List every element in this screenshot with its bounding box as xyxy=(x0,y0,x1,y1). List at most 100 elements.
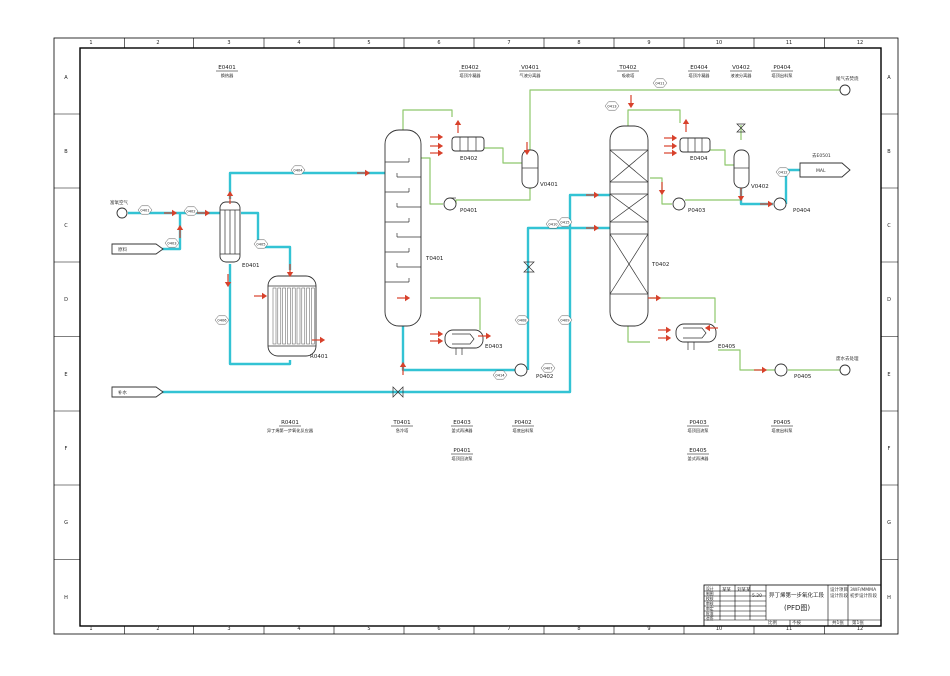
stream-tag: 0402 xyxy=(183,206,199,216)
utility-arrow xyxy=(658,190,666,196)
valve-v0402-top xyxy=(736,123,746,133)
utility-arrow xyxy=(682,118,690,124)
grid-col-label: 1 xyxy=(89,40,92,46)
utility-arrow xyxy=(262,292,268,300)
grid-col-label: 12 xyxy=(857,626,863,632)
grid-col-label: 8 xyxy=(577,626,580,632)
p0403-body xyxy=(672,197,686,211)
tag-id: T0402 xyxy=(618,65,636,71)
grid-row-label: E xyxy=(887,372,890,378)
utility-arrow xyxy=(594,191,600,199)
tag-desc: 急冷塔 xyxy=(396,427,409,434)
utility-arrow xyxy=(594,224,600,232)
v0402-shell xyxy=(733,149,750,189)
p0404-label: P0404 xyxy=(793,208,811,214)
grid-col-label: 6 xyxy=(437,626,440,632)
utility-arrow xyxy=(523,150,531,156)
p0402-body xyxy=(514,363,528,377)
pump-p0402: P0402 xyxy=(514,363,553,380)
stream-tag-number: 0405 xyxy=(256,243,265,247)
t0401-shell xyxy=(384,129,422,327)
grid-col-label: 5 xyxy=(367,626,370,632)
grid-col-label: 11 xyxy=(786,626,792,632)
feed-in-label: 原料 xyxy=(118,246,127,253)
tag-desc: 塔底出料泵 xyxy=(513,427,534,434)
line-r0401-return xyxy=(228,264,292,366)
tag-id: E0405 xyxy=(689,448,707,454)
grid-row-label: F xyxy=(65,446,68,452)
reactor-r0401: R0401 xyxy=(267,275,328,360)
title-block-sheet-label: 共1张 xyxy=(832,619,844,626)
utility-arrow xyxy=(768,200,774,208)
title-block-row-label: 审定 xyxy=(706,606,714,611)
e0403-shell xyxy=(444,329,484,349)
utility-arrow xyxy=(627,103,635,109)
grid-row-label: D xyxy=(887,297,891,303)
stream-tag: 0409 xyxy=(557,315,573,325)
utility-line-t0402-bottom xyxy=(627,326,650,343)
t0401-label: T0401 xyxy=(425,256,443,262)
pump-p0403: P0403 xyxy=(672,197,706,214)
tag-desc: 异丁烯第一步氧化反应器 xyxy=(267,427,314,434)
utility-arrow xyxy=(486,332,492,340)
e0402-label: E0402 xyxy=(460,156,477,162)
stream-tag: 0408 xyxy=(514,315,530,325)
utility-line-e0405 xyxy=(650,297,716,323)
stream-tag-number: 0406 xyxy=(217,319,227,323)
title-block-row-label: 会签 xyxy=(706,616,714,621)
grid-col-label: 12 xyxy=(857,40,863,46)
e0403-label: E0403 xyxy=(485,344,503,350)
grid-col-label: 5 xyxy=(367,40,370,46)
stream-tag: 0412 xyxy=(775,167,791,177)
r0401-label: R0401 xyxy=(310,354,328,360)
stream-tag-number: 0409 xyxy=(560,319,570,323)
vent-out-label: 尾气去焚烧 xyxy=(836,75,859,82)
p0401-label: P0401 xyxy=(460,208,477,214)
utility-arrow xyxy=(704,324,710,332)
valves xyxy=(392,123,746,398)
air-in-symbol xyxy=(116,207,128,219)
condenser-e0404: E0404 xyxy=(679,137,711,162)
utility-arrow xyxy=(176,224,184,230)
title-block-project: 异丁烯第一步氧化工段 xyxy=(769,591,825,599)
p0405-label: P0405 xyxy=(794,374,812,380)
stream-tag-number: 0412 xyxy=(778,171,787,175)
utility-arrow xyxy=(205,209,211,217)
grid-col-label: 11 xyxy=(786,40,792,46)
grid-col-label: 7 xyxy=(507,40,510,46)
grid-row-label: H xyxy=(64,595,68,601)
column-t0402: T0402 xyxy=(609,125,669,327)
utility-arrow xyxy=(438,133,444,141)
air-in-label: 富氧空气 xyxy=(110,199,128,206)
utility-arrow xyxy=(672,142,678,150)
tag-id: T0401 xyxy=(392,420,410,426)
stream-tag-number: 0402 xyxy=(186,210,195,214)
grid-row-label: D xyxy=(64,297,68,303)
grid-row-label: E xyxy=(64,372,67,378)
utility-line-e0402-v0401 xyxy=(482,147,522,164)
pump-p0404: P0404 xyxy=(773,197,811,214)
grid-col-label: 3 xyxy=(227,40,230,46)
stream-tag-number: 0415 xyxy=(560,221,569,225)
grid-row-label: F xyxy=(888,446,891,452)
utility-line-p0405 xyxy=(718,349,775,371)
stream-tag: 0414 xyxy=(492,370,508,380)
utility-line-v0401-p0401 xyxy=(455,188,531,204)
stream-tag-number: 0408 xyxy=(517,319,527,323)
utility-arrow xyxy=(224,282,232,288)
grid-row-label: G xyxy=(887,520,891,526)
grid-col-label: 7 xyxy=(507,626,510,632)
valve-p0402 xyxy=(523,261,535,273)
stream-tag-number: 0411 xyxy=(655,82,664,86)
drawing-frame xyxy=(53,37,899,635)
product-to-label: 去E0501 xyxy=(812,152,831,159)
wastewater-out-label: 废水去处理 xyxy=(836,355,859,362)
tag-desc: 塔顶冷凝器 xyxy=(689,72,711,79)
grid-row-label: C xyxy=(887,223,891,229)
t0402-shell xyxy=(609,125,649,327)
utility-arrow xyxy=(454,119,462,125)
title-block-row-label: 制图 xyxy=(706,591,714,596)
utility-arrow xyxy=(672,149,678,157)
p0402-label: P0402 xyxy=(536,374,553,380)
